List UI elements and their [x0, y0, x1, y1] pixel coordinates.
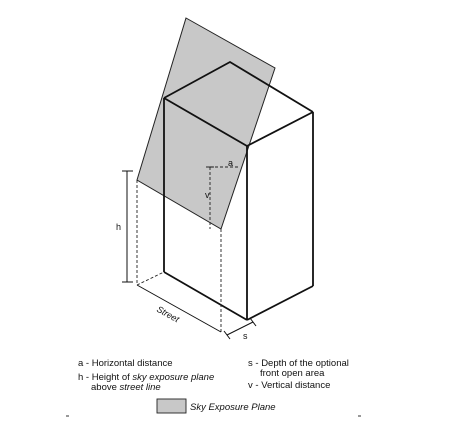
building-base-right [246, 285, 314, 321]
building-box [163, 60, 314, 321]
legend-h-line1: h - Height of sky exposure plane [78, 372, 214, 383]
street-line [136, 284, 222, 333]
legend-swatch [156, 398, 187, 414]
construction-lines [136, 166, 238, 332]
legend-s-line2: front open area [260, 368, 325, 379]
label-a: a [228, 158, 233, 168]
h-dimension [122, 170, 133, 283]
street-front-lot-line [136, 271, 165, 286]
s-dim-tick-left [223, 330, 231, 340]
label-s: s [243, 331, 248, 341]
legend-h-line2: above street line [91, 382, 161, 393]
label-v: v [205, 190, 210, 200]
legend-v: v - Vertical distance [248, 380, 330, 391]
label-h: h [116, 222, 121, 232]
legend-s-line1: s - Depth of the optional [248, 358, 349, 369]
building-top-back-edge [163, 60, 314, 113]
s-dim-line [226, 321, 254, 336]
s-dim-tick-right [249, 317, 257, 327]
building-base-left [163, 271, 248, 321]
street-edge [136, 284, 257, 340]
legend-swatch-label: Sky Exposure Plane [190, 402, 276, 413]
legend-a: a - Horizontal distance [78, 358, 173, 369]
legend: a - Horizontal distance h - Height of sk… [66, 358, 361, 417]
